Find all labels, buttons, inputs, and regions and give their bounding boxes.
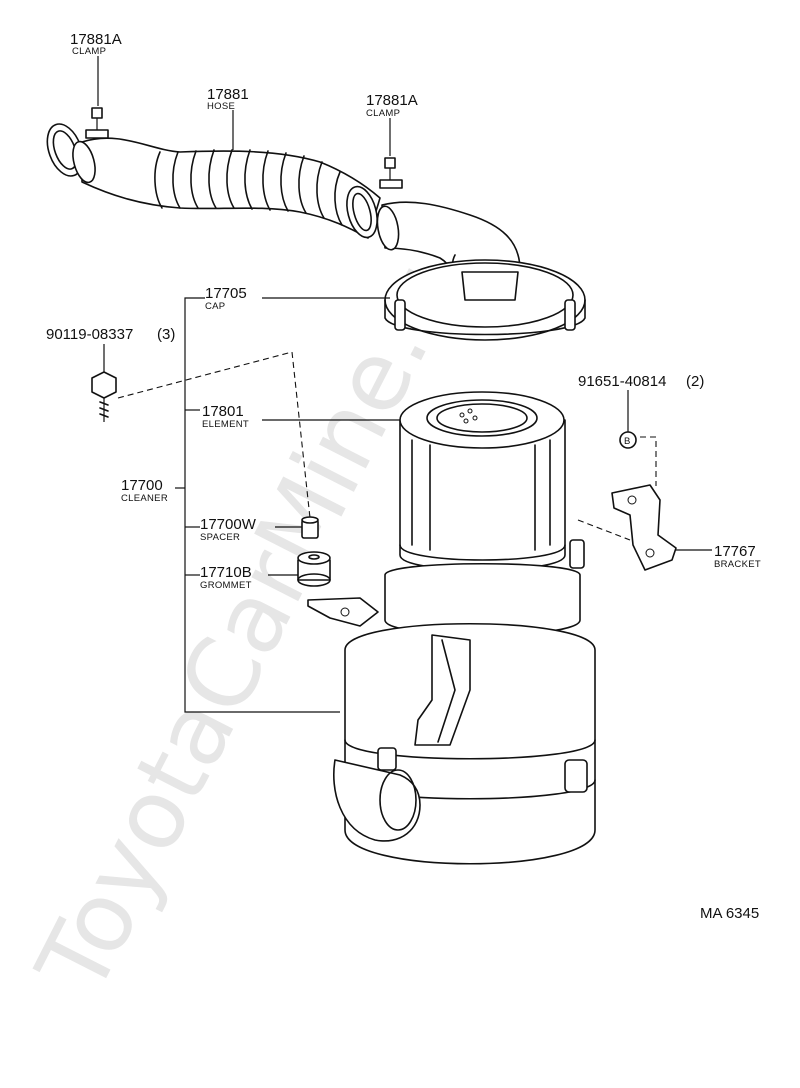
svg-text:CLAMP: CLAMP <box>72 46 106 57</box>
label-bolt: 90119-08337 (3) <box>46 326 175 343</box>
svg-text:ELEMENT: ELEMENT <box>202 419 249 430</box>
label-clamp-top-left: 17881A CLAMP <box>70 31 122 57</box>
svg-text:GROMMET: GROMMET <box>200 580 252 591</box>
svg-text:CLAMP: CLAMP <box>366 108 400 119</box>
diagram-reference: MA 6345 <box>700 905 759 922</box>
svg-text:17881A: 17881A <box>366 92 418 109</box>
label-clamp-top-right: 17881A CLAMP <box>366 92 418 119</box>
label-element: 17801 ELEMENT <box>202 403 249 430</box>
hose-part <box>46 107 521 299</box>
label-bracket: 17767 BRACKET <box>714 543 761 570</box>
label-cap: 17705 CAP <box>205 285 247 312</box>
svg-text:SPACER: SPACER <box>200 532 240 543</box>
svg-text:CLEANER: CLEANER <box>121 493 168 504</box>
svg-text:CAP: CAP <box>205 301 225 312</box>
svg-text:17700: 17700 <box>121 477 163 494</box>
label-nut: 91651-40814 (2) <box>578 373 704 390</box>
label-spacer: 17700W SPACER <box>200 516 257 543</box>
leader-lines <box>97 56 712 713</box>
svg-text:17710B: 17710B <box>200 564 252 581</box>
svg-text:HOSE: HOSE <box>207 101 235 112</box>
cap-part <box>384 259 586 341</box>
svg-text:17801: 17801 <box>202 403 244 420</box>
bracket-part <box>611 484 677 571</box>
svg-text:(2): (2) <box>686 373 704 390</box>
spacer-part <box>301 516 319 539</box>
svg-text:17881A: 17881A <box>70 31 122 48</box>
svg-text:91651-40814: 91651-40814 <box>578 373 666 390</box>
nut-part: B <box>619 431 637 449</box>
label-hose: 17881 HOSE <box>207 86 249 112</box>
svg-text:(3): (3) <box>157 326 175 343</box>
svg-text:17705: 17705 <box>205 285 247 302</box>
element-part <box>399 391 566 571</box>
cleaner-part <box>307 539 596 865</box>
label-grommet: 17710B GROMMET <box>200 564 252 591</box>
grommet-part <box>297 551 331 587</box>
bolt-part <box>91 371 117 422</box>
svg-text:90119-08337: 90119-08337 <box>46 326 133 343</box>
svg-text:BRACKET: BRACKET <box>714 559 761 570</box>
label-cleaner: 17700 CLEANER <box>121 477 168 504</box>
nut-marker: B <box>624 436 631 447</box>
svg-text:17767: 17767 <box>714 543 756 560</box>
svg-text:17700W: 17700W <box>200 516 257 533</box>
svg-text:17881: 17881 <box>207 86 249 103</box>
